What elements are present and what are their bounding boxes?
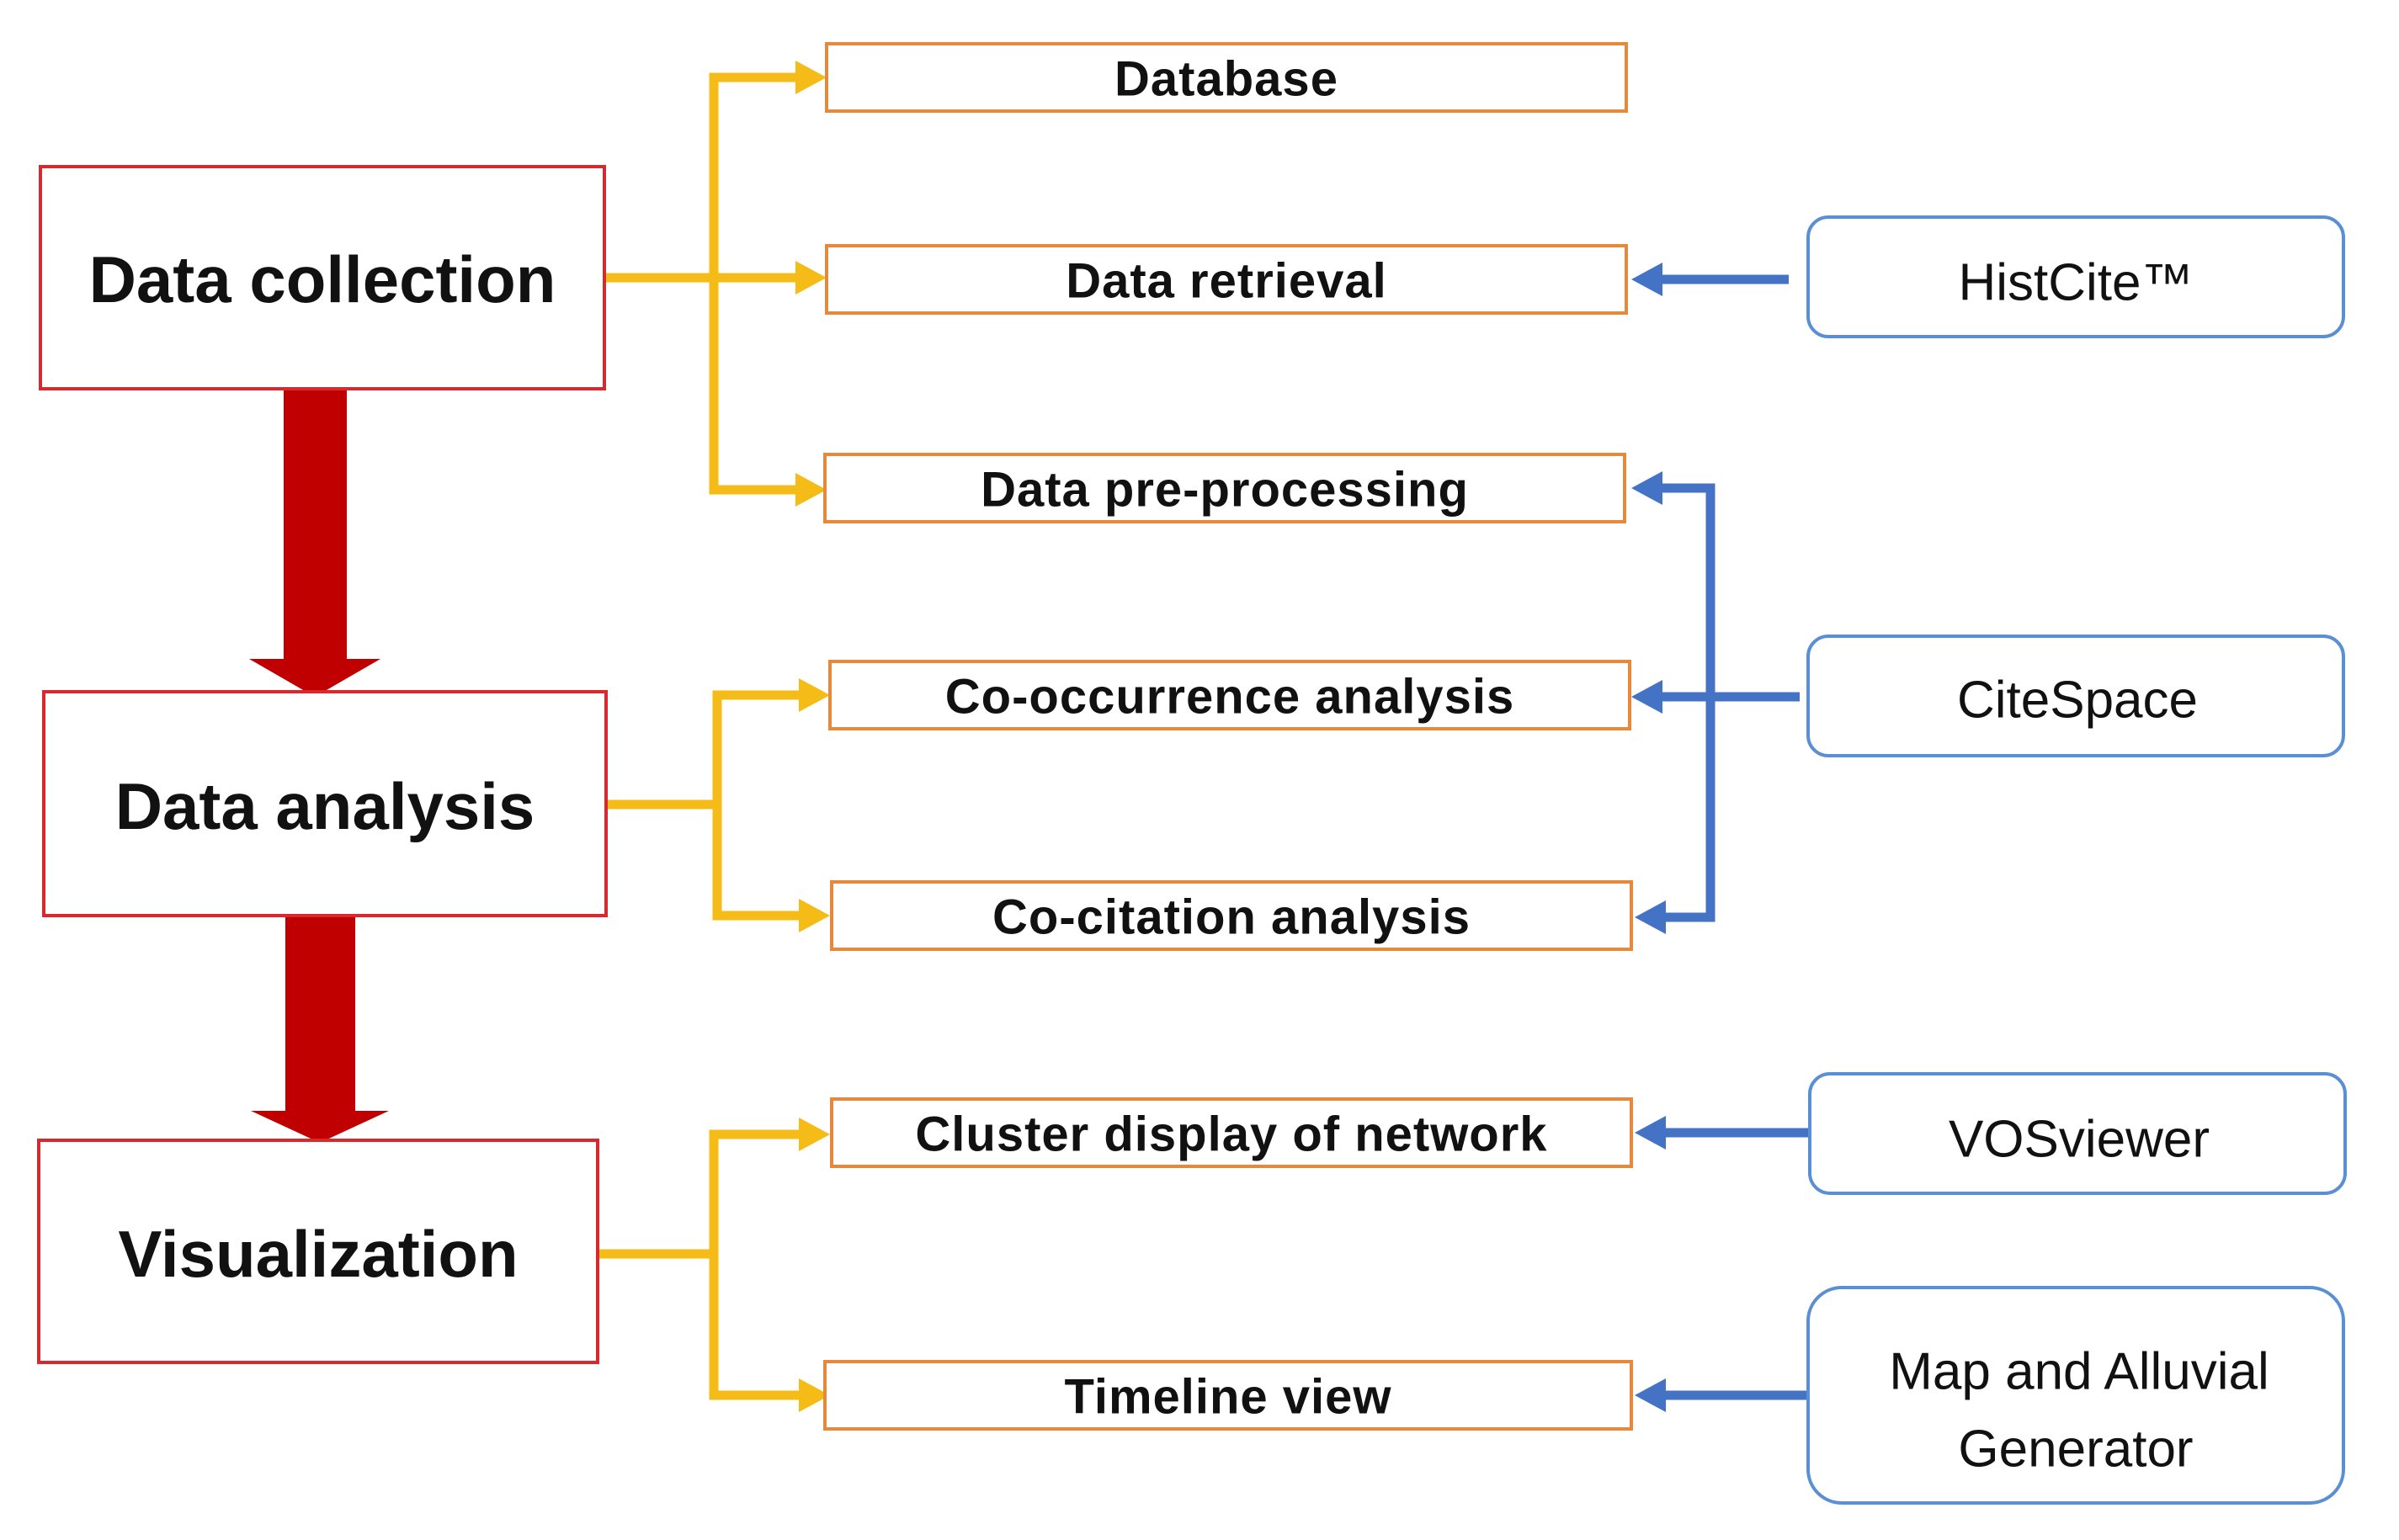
step-data-pre-processing: Data pre-processing bbox=[823, 453, 1626, 523]
step-label: Timeline view bbox=[1064, 1370, 1391, 1425]
step-label: Database bbox=[1114, 52, 1338, 107]
tool-histcite: HistCite™ bbox=[1806, 215, 2345, 338]
citespace-connectors bbox=[1631, 471, 1800, 934]
vosviewer-connector bbox=[1635, 1116, 1810, 1150]
step-label: Data pre-processing bbox=[981, 463, 1469, 518]
arrowhead-icon bbox=[799, 1118, 830, 1151]
stage-data-collection: Data collection bbox=[39, 165, 606, 390]
stage-label: Visualization bbox=[118, 1217, 518, 1291]
step-label: Cluster display of network bbox=[915, 1107, 1547, 1162]
arrowhead-icon bbox=[1635, 1378, 1666, 1412]
step-label: Co-occurrence analysis bbox=[945, 670, 1514, 725]
tool-label: HistCite™ bbox=[1958, 254, 2193, 312]
visualization-connectors bbox=[599, 1118, 830, 1412]
stage-data-analysis: Data analysis bbox=[42, 690, 608, 917]
step-co-citation-analysis: Co-citation analysis bbox=[830, 880, 1633, 951]
stage-label: Data collection bbox=[89, 242, 556, 316]
arrowhead-icon bbox=[795, 61, 827, 94]
step-timeline-view: Timeline view bbox=[823, 1360, 1633, 1431]
collection-to-analysis-arrow bbox=[249, 389, 380, 697]
stage-label: Data analysis bbox=[115, 769, 535, 843]
alluvial-connector bbox=[1635, 1378, 1808, 1412]
arrowhead-icon bbox=[799, 678, 830, 712]
arrowhead-icon bbox=[799, 899, 830, 932]
arrowhead-icon bbox=[1635, 1116, 1666, 1150]
tool-label: VOSviewer bbox=[1949, 1111, 2210, 1169]
step-data-retrieval: Data retrieval bbox=[825, 244, 1628, 315]
arrowhead-icon bbox=[1631, 680, 1662, 714]
step-cluster-display-of-network: Cluster display of network bbox=[830, 1097, 1633, 1168]
stage-visualization: Visualization bbox=[37, 1139, 599, 1364]
tool-map-and-alluvial-generator: Map and Alluvial Generator bbox=[1806, 1286, 2345, 1505]
arrowhead-icon bbox=[1631, 263, 1662, 296]
analysis-to-visualization-arrow bbox=[251, 916, 389, 1143]
step-label: Data retrieval bbox=[1066, 254, 1387, 309]
step-database: Database bbox=[825, 42, 1628, 113]
tool-label: Map and Alluvial bbox=[1889, 1343, 2269, 1401]
arrowhead-icon bbox=[795, 473, 827, 507]
collection-connectors bbox=[603, 61, 827, 507]
tool-label: CiteSpace bbox=[1957, 672, 2198, 730]
arrowhead-icon bbox=[795, 261, 827, 295]
arrowhead-icon bbox=[799, 1378, 830, 1412]
analysis-connectors bbox=[608, 678, 830, 932]
tool-vosviewer: VOSviewer bbox=[1808, 1072, 2347, 1195]
tool-citespace: CiteSpace bbox=[1806, 635, 2345, 757]
step-label: Co-citation analysis bbox=[992, 890, 1471, 945]
arrowhead-icon bbox=[1631, 471, 1662, 505]
arrowhead-icon bbox=[1635, 900, 1666, 934]
step-co-occurrence-analysis: Co-occurrence analysis bbox=[828, 660, 1631, 730]
histcite-connector bbox=[1631, 263, 1789, 296]
tool-label: Generator bbox=[1958, 1421, 2193, 1479]
